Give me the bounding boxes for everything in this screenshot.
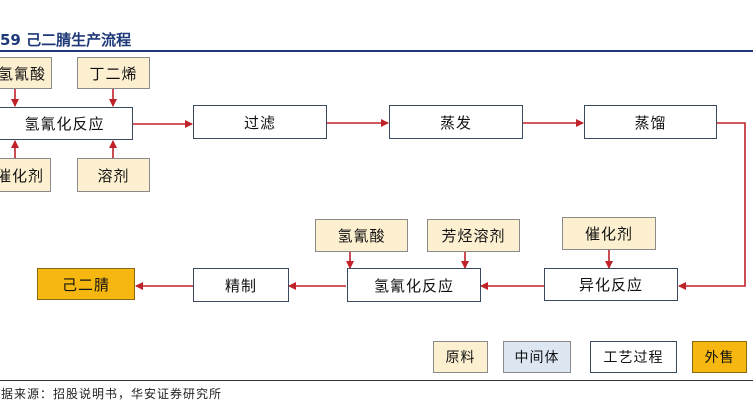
legend-outsale: 外售	[692, 341, 747, 373]
node-refining: 精制	[193, 268, 289, 302]
diagram-title: 59 己二腈生产流程	[0, 31, 132, 49]
node-hcn-bottom: 氢氰酸	[315, 219, 408, 252]
node-isomerization: 异化反应	[544, 268, 678, 301]
node-aromatic-solvent: 芳烃溶剂	[427, 219, 520, 252]
title-rule	[0, 50, 753, 52]
source-rule	[0, 380, 753, 381]
source-note: 数据来源：招股说明书，华安证券研究所	[0, 387, 223, 401]
node-hcn-top: 氢氰酸	[0, 57, 52, 89]
node-filtration: 过滤	[193, 105, 327, 139]
node-distillation: 蒸馏	[584, 105, 717, 139]
node-adiponitrile: 己二腈	[37, 268, 135, 300]
node-solvent-top: 溶剂	[77, 158, 150, 192]
node-evaporation: 蒸发	[389, 105, 523, 139]
node-hydrocyanation-top: 氢氰化反应	[0, 107, 133, 140]
node-catalyst-top: 催化剂	[0, 158, 51, 192]
node-hydrocyanation-bottom: 氢氰化反应	[347, 268, 481, 302]
node-catalyst-bottom: 催化剂	[562, 217, 656, 250]
node-butadiene: 丁二烯	[77, 57, 150, 89]
legend-intermediate: 中间体	[503, 341, 571, 373]
arrow-distillation-to-isomerization	[678, 122, 746, 290]
legend-process: 工艺过程	[590, 341, 677, 373]
legend-raw: 原料	[433, 341, 488, 373]
